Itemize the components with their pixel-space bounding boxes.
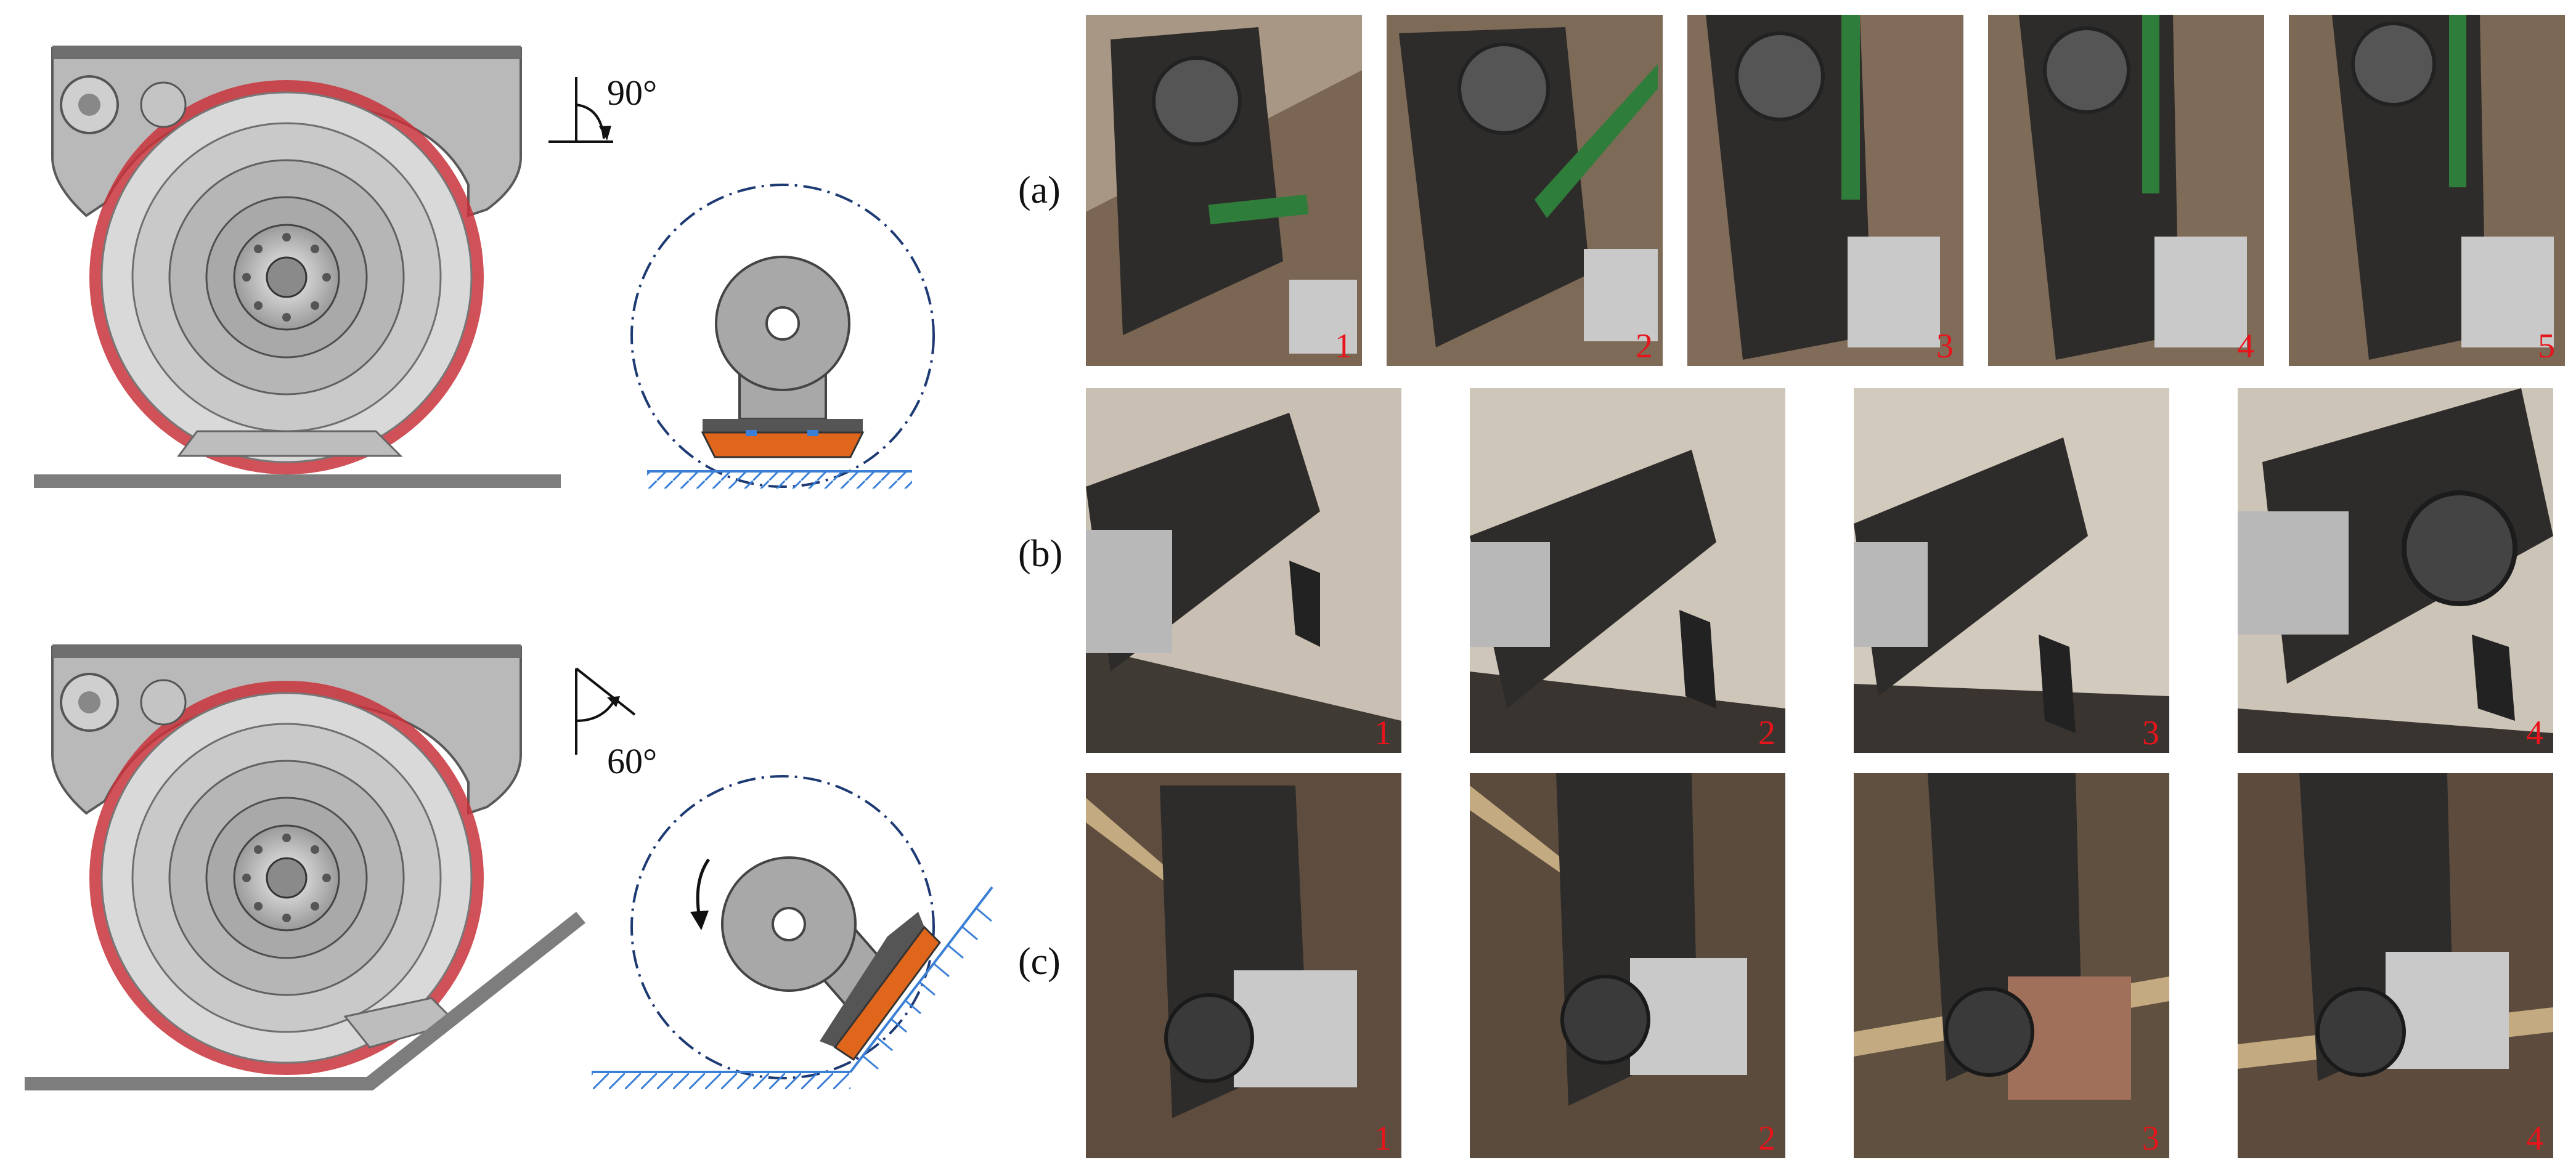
- angle-90-symbol: 90°: [548, 73, 657, 143]
- bottom-wheel-module: [25, 644, 585, 1090]
- row-label-c: (c): [1018, 941, 1061, 983]
- angle-90-label: 90°: [607, 73, 657, 113]
- robot-climb-photo: [2289, 15, 2565, 366]
- photo-b-2: 2: [1470, 388, 1785, 753]
- photo-b-1: 1: [1086, 388, 1401, 753]
- robot-transition-photo: [1086, 773, 1401, 1158]
- frame-number: 4: [2237, 327, 2254, 365]
- frame-number: 2: [1758, 714, 1775, 752]
- robot-obstacle-photo: [1854, 388, 2169, 753]
- robot-obstacle-photo: [2238, 388, 2553, 753]
- robot-transition-photo: [2238, 773, 2553, 1158]
- robot-obstacle-photo: [1470, 388, 1785, 753]
- frame-number: 2: [1758, 1119, 1775, 1158]
- robot-transition-photo: [1470, 773, 1785, 1158]
- photo-a-5: 5: [2289, 15, 2565, 366]
- frame-number: 4: [2526, 1119, 2543, 1158]
- photo-a-2: 2: [1387, 15, 1663, 366]
- top-wheel-module: [34, 46, 561, 488]
- row-label-a: (a): [1018, 169, 1061, 211]
- flat-foot-schematic: [630, 184, 935, 489]
- angle-60-label: 60°: [607, 741, 657, 781]
- frame-number: 3: [2142, 1119, 2159, 1158]
- robot-climb-photo: [1086, 15, 1362, 366]
- angle-60-symbol: 60°: [575, 667, 657, 781]
- frame-number: 4: [2526, 714, 2543, 752]
- photo-c-1: 1: [1086, 773, 1401, 1158]
- frame-number: 3: [2142, 714, 2159, 752]
- flat-ground: [34, 474, 561, 488]
- robot-climb-photo: [1687, 15, 1963, 366]
- wheel-adaptation-diagram: 90°: [25, 46, 993, 1090]
- frame-number: 1: [1335, 327, 1352, 365]
- photo-a-1: 1: [1086, 15, 1362, 366]
- row-label-b: (b): [1018, 533, 1063, 575]
- inclined-ground: [25, 912, 585, 1090]
- photo-c-4: 4: [2238, 773, 2553, 1158]
- photo-c-3: 3: [1854, 773, 2169, 1158]
- frame-number: 3: [1936, 327, 1954, 365]
- photo-c-2: 2: [1470, 773, 1785, 1158]
- photo-b-4: 4: [2238, 388, 2553, 753]
- frame-number: 2: [1636, 327, 1653, 365]
- frame-number: 1: [1374, 714, 1392, 752]
- inclined-foot-schematic: [592, 775, 993, 1089]
- photo-a-4: 4: [1988, 15, 2264, 366]
- robot-climb-photo: [1387, 15, 1663, 366]
- robot-obstacle-photo: [1086, 388, 1401, 753]
- frame-number: 5: [2538, 327, 2555, 365]
- frame-number: 1: [1374, 1119, 1392, 1158]
- photo-a-3: 3: [1687, 15, 1963, 366]
- robot-transition-photo: [1854, 773, 2169, 1158]
- photo-b-3: 3: [1854, 388, 2169, 753]
- robot-climb-photo: [1988, 15, 2264, 366]
